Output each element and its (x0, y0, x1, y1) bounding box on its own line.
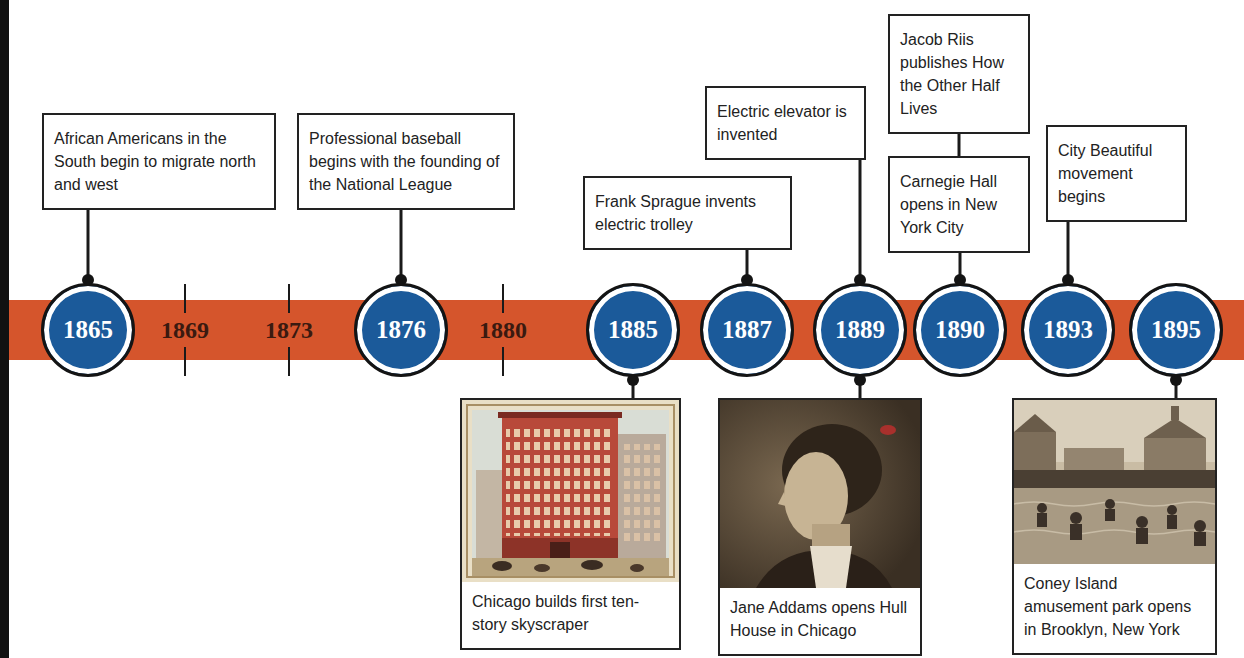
tick-marks (185, 284, 503, 376)
connector-line (87, 210, 90, 283)
event-text: Electric elevator is invented (717, 100, 854, 146)
connector-line (1067, 222, 1070, 283)
event-box: African Americans in the South begin to … (42, 113, 276, 210)
year-text: 1893 (1043, 316, 1093, 344)
year-label: 1873 (265, 317, 313, 343)
year-text: 1865 (63, 316, 113, 344)
portrait-illustration (720, 400, 920, 588)
photo-card: Jane Addams opens Hull House in Chicago (718, 398, 922, 656)
year-text: 1887 (722, 316, 772, 344)
year-circle: 1887 (700, 283, 794, 377)
year-text: 1885 (608, 316, 658, 344)
year-label: 1869 (161, 317, 209, 343)
skyscraper-illustration (462, 400, 679, 582)
connector-line (958, 134, 961, 156)
year-label: 1880 (479, 317, 527, 343)
year-circle: 1885 (586, 283, 680, 377)
left-bar (0, 0, 9, 658)
year-text: 1890 (935, 316, 985, 344)
photo-card: Coney Island amusement park opens in Bro… (1012, 398, 1217, 655)
year-text: 1889 (835, 316, 885, 344)
year-circle: 1889 (813, 283, 907, 377)
connector-line (859, 160, 862, 283)
event-box: Carnegie Hall opens in New York City (888, 156, 1030, 253)
photo-caption: Chicago builds first ten-story skyscrape… (472, 582, 669, 636)
event-box: Frank Sprague invents electric trolley (583, 176, 792, 250)
photo-caption: Coney Island amusement park opens in Bro… (1024, 564, 1205, 641)
event-box: Electric elevator is invented (705, 86, 866, 160)
year-circle: 1893 (1021, 283, 1115, 377)
event-text: African Americans in the South begin to … (54, 127, 264, 196)
year-circle: 1890 (913, 283, 1007, 377)
photo-card: Chicago builds first ten-story skyscrape… (460, 398, 681, 650)
event-box: Professional baseball begins with the fo… (297, 113, 515, 210)
photo-caption: Jane Addams opens Hull House in Chicago (730, 588, 910, 642)
event-box: City Beautiful movement begins (1046, 125, 1187, 222)
event-text: Professional baseball begins with the fo… (309, 127, 503, 196)
year-text: 1876 (376, 316, 426, 344)
event-text: Frank Sprague invents electric trolley (595, 190, 780, 236)
year-circle: 1895 (1129, 283, 1223, 377)
event-text: City Beautiful movement begins (1058, 139, 1175, 208)
event-text: Carnegie Hall opens in New York City (900, 170, 1018, 239)
event-box: Jacob Riis publishes How the Other Half … (888, 14, 1030, 134)
year-circle: 1876 (354, 283, 448, 377)
event-text: Jacob Riis publishes How the Other Half … (900, 28, 1018, 120)
connector-line (400, 210, 403, 283)
beach-illustration (1014, 400, 1215, 564)
year-circle: 1865 (41, 283, 135, 377)
year-text: 1895 (1151, 316, 1201, 344)
